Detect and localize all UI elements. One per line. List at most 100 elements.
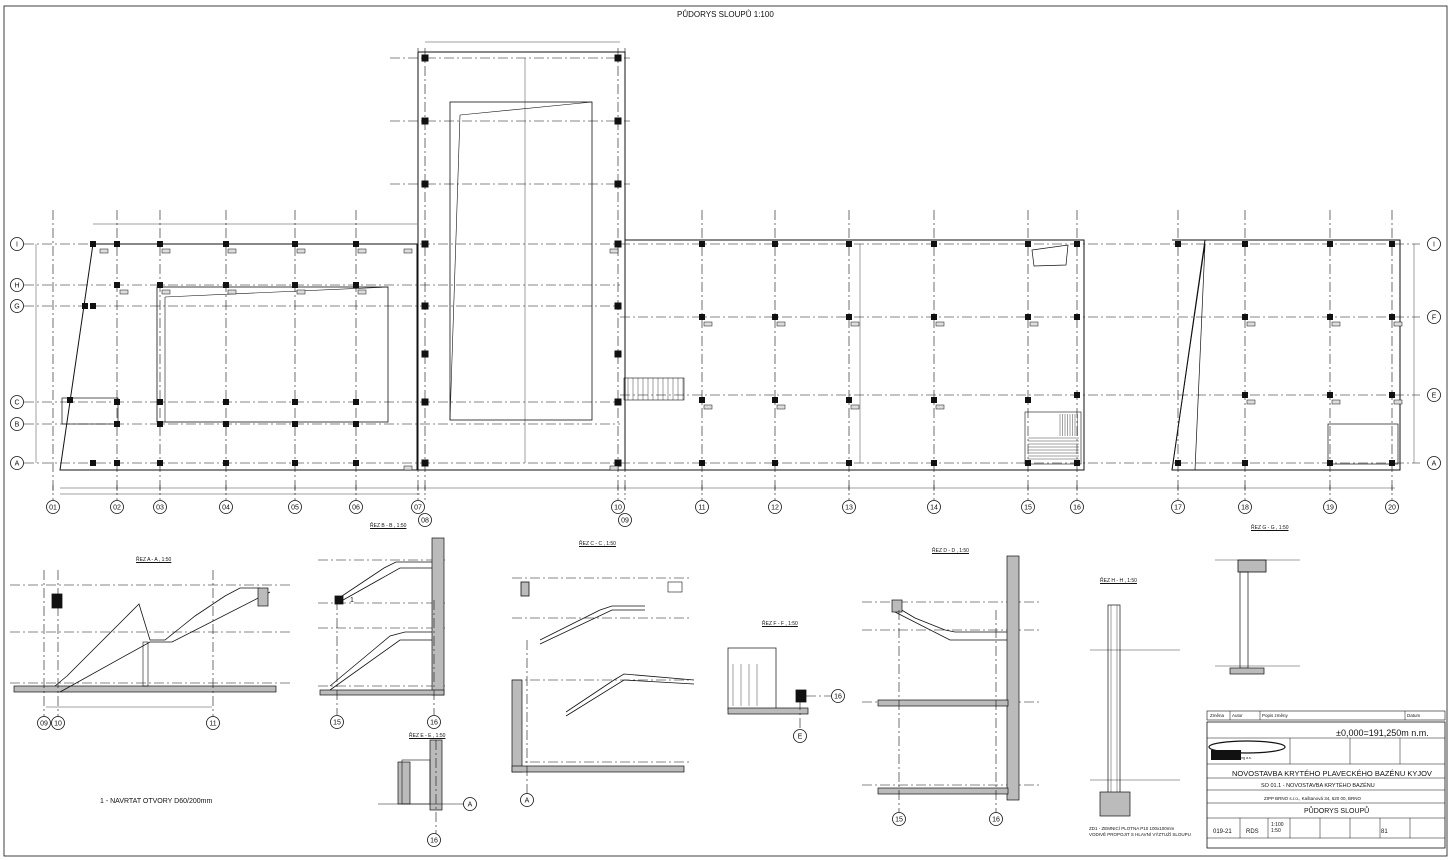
column-tag (935, 404, 945, 410)
column (1389, 392, 1395, 398)
svg-text:10: 10 (614, 505, 622, 512)
opening-pool-left (156, 286, 389, 423)
svg-text:20: 20 (1388, 505, 1396, 512)
svg-text:05: 05 (291, 505, 299, 512)
column (699, 314, 705, 320)
svg-text:14: 14 (930, 505, 938, 512)
column-tag (1246, 321, 1256, 327)
column-tag (1331, 399, 1341, 405)
column (1242, 460, 1248, 466)
opening-small-left (61, 397, 119, 425)
svg-text:17: 17 (1174, 505, 1182, 512)
column-tag (850, 404, 860, 410)
column-tag (357, 289, 367, 295)
column (353, 241, 359, 247)
svg-text:B: B (15, 422, 20, 429)
column (223, 241, 229, 247)
column (1327, 314, 1333, 320)
plan-outline-right (1171, 239, 1401, 471)
svg-text:15: 15 (1024, 505, 1032, 512)
column (421, 54, 429, 62)
svg-text:15: 15 (333, 720, 341, 727)
section-g (1215, 559, 1300, 675)
tb-header-row (1206, 710, 1446, 721)
column (1389, 460, 1395, 466)
column (1242, 314, 1248, 320)
column (421, 180, 429, 188)
section-c-title: ŘEZ C - C , 1:50 (579, 541, 616, 547)
column (421, 240, 429, 248)
svg-text:F: F (1432, 315, 1436, 322)
note-zd1-line1: ZD1 - ZEMNICÍ PLOTNA P10 100x100mm (1089, 826, 1175, 831)
column (292, 282, 298, 288)
column (114, 399, 120, 405)
col-bubble-06: 06 (349, 500, 363, 514)
column (90, 303, 96, 309)
col-bubble-10: 10 (611, 500, 625, 514)
section-a-bubble-09: 09 (37, 716, 51, 730)
column (931, 241, 937, 247)
col-bubble-16: 16 (1070, 500, 1084, 514)
column-tag (227, 248, 237, 254)
svg-text:04: 04 (222, 505, 230, 512)
svg-text:16: 16 (1073, 505, 1081, 512)
column (114, 421, 120, 427)
svg-text:16: 16 (430, 720, 438, 727)
column-tag (850, 321, 860, 327)
section-h (1090, 604, 1180, 817)
col-bubble-08: 08 (418, 513, 432, 527)
column (421, 117, 429, 125)
section-c: A (511, 577, 695, 807)
column (421, 398, 429, 406)
opening-top-right (1031, 244, 1069, 267)
column (67, 397, 73, 403)
tb-object: SO 01.1 - NOVOSTAVBA KRYTÉHO BAZÉNU (1261, 783, 1375, 789)
column (157, 421, 163, 427)
svg-text:A: A (15, 461, 20, 468)
section-b-title: ŘEZ B - B , 1:50 (370, 523, 407, 529)
column (421, 350, 429, 358)
col-bubble-11: 11 (695, 500, 709, 514)
column (614, 180, 622, 188)
svg-text:A: A (468, 802, 473, 809)
row-bubble-B: B (10, 417, 24, 431)
row-bubble-I: I (10, 237, 24, 251)
column (223, 460, 229, 466)
column (223, 399, 229, 405)
svg-text:15: 15 (895, 817, 903, 824)
column (772, 314, 778, 320)
column-tag (403, 248, 413, 254)
plan-stair-b (1024, 411, 1082, 465)
column (157, 282, 163, 288)
column-tag (1029, 321, 1039, 327)
column (846, 460, 852, 466)
column (931, 397, 937, 403)
column-tag (161, 248, 171, 254)
column (614, 54, 622, 62)
column-tag (703, 404, 713, 410)
column-tag (776, 404, 786, 410)
column-tag (703, 321, 713, 327)
tb-frame (1206, 721, 1446, 849)
title-block (1206, 710, 1446, 849)
col-bubble-14: 14 (927, 500, 941, 514)
col-bubble-15: 15 (1021, 500, 1035, 514)
tb-zakazka: 019-21 (1213, 829, 1232, 835)
column-tag (296, 248, 306, 254)
column (353, 282, 359, 288)
column-tag (609, 465, 619, 471)
col-bubble-19: 19 (1323, 500, 1337, 514)
tb-header-zmena: Změna (1210, 713, 1225, 718)
section-f-title: ŘEZ F - F , 1:50 (762, 621, 798, 627)
plan-outline-tower (417, 51, 626, 471)
section-h-title: ŘEZ H - H , 1:50 (1100, 578, 1137, 584)
column (614, 302, 622, 310)
col-bubble-18: 18 (1238, 500, 1252, 514)
tb-header-popis: Popis změny (1262, 713, 1288, 718)
tb-company: Roding a.s. (1234, 756, 1252, 760)
column (353, 421, 359, 427)
svg-text:16: 16 (992, 817, 1000, 824)
col-bubble-09: 09 (618, 513, 632, 527)
